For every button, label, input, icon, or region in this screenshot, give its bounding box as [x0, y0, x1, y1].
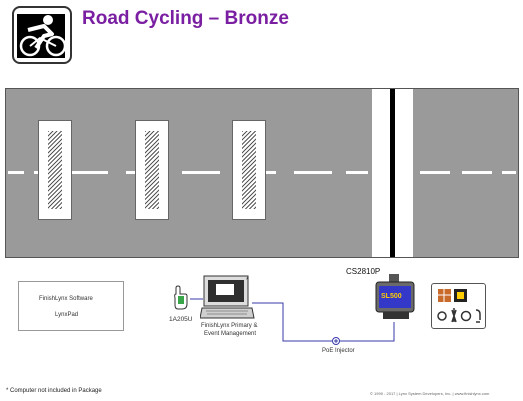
gear-icon — [460, 310, 472, 322]
lane-dash — [346, 171, 368, 174]
lane-dash — [182, 171, 220, 174]
software-label: FinishLynx Software — [39, 296, 93, 302]
lane-dash — [294, 171, 332, 174]
page-title: Road Cycling – Bronze — [82, 8, 289, 29]
computer-label: FinishLynx Primary & — [201, 323, 258, 329]
hand-sensor-icon — [174, 285, 188, 310]
camera-model-label: CS2810P — [346, 267, 381, 276]
network-icon — [437, 311, 447, 321]
cable-icon — [475, 309, 481, 323]
finish-line — [390, 89, 395, 257]
software-box: FinishLynx Software LynxPad — [18, 281, 124, 331]
tripod-icon — [451, 308, 457, 323]
laptop-icon — [200, 275, 255, 319]
camera-features-panel — [431, 283, 486, 329]
poe-injector-label: PoE Injector — [322, 348, 355, 354]
start-sensor-label: 1A205U — [169, 316, 193, 323]
lane-dash — [70, 171, 108, 174]
computer-label-2: Event Management — [204, 331, 257, 337]
camera-icon — [375, 274, 415, 319]
computer-asterisk: * — [246, 277, 249, 284]
lynxpad-label: LynxPad — [55, 312, 79, 318]
lane-dash — [8, 171, 24, 174]
cyclist-icon — [17, 14, 67, 58]
lane-dash — [420, 171, 450, 174]
start-pad — [232, 120, 266, 220]
footer-note: * Computer not included in Package — [6, 388, 102, 394]
road-cycling-icon — [12, 6, 72, 64]
start-pad — [135, 120, 169, 220]
ethernet-cable — [252, 302, 395, 342]
feature-icons — [437, 289, 481, 323]
copyright-text: © 1990 - 2017 | Lynx System Developers, … — [370, 391, 490, 396]
camera-screen-label: SL500 — [381, 293, 402, 300]
lane-dash — [462, 171, 492, 174]
start-pad — [38, 120, 72, 220]
lane-dash — [502, 171, 516, 174]
